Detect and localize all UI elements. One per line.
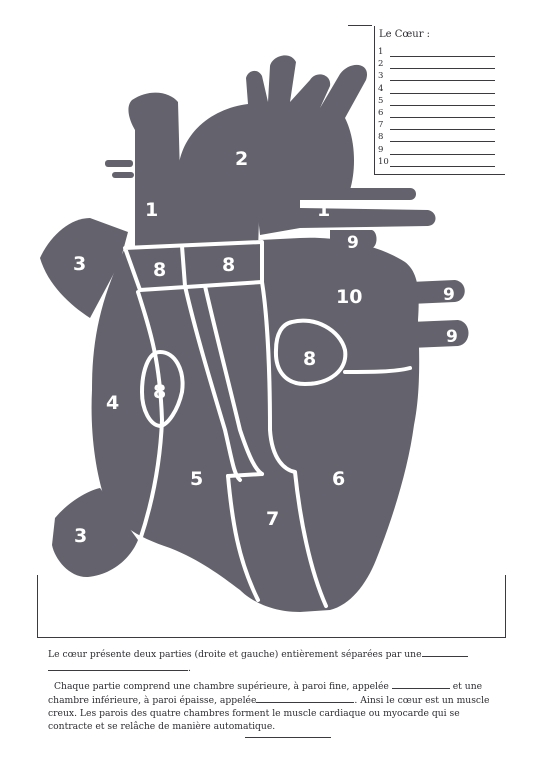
label-pulm-vein-low: 9 <box>446 327 458 347</box>
top-rule <box>348 25 372 26</box>
bottom-rule <box>245 737 331 738</box>
legend-item-number: 7 <box>378 120 384 131</box>
label-aorta: 2 <box>235 148 248 170</box>
label-left-vessel-bottom: 3 <box>74 525 87 547</box>
legend-answer-line[interactable] <box>390 104 495 106</box>
label-vena-cava: 1 <box>145 199 158 221</box>
label-valve-top-mid: 8 <box>222 254 235 276</box>
answer-blank-3[interactable] <box>391 679 450 689</box>
legend-title: Le Cœur : <box>379 29 431 40</box>
label-valve-left: 8 <box>153 381 166 403</box>
label-valve-top-left: 8 <box>153 259 166 281</box>
legend-item-number: 4 <box>378 83 384 94</box>
heart-diagram: 2 1 1 9 9 9 10 3 3 4 5 6 7 8 8 8 8 <box>40 55 469 613</box>
legend-item: 10 <box>378 157 503 167</box>
valves <box>139 318 348 429</box>
septum-left-line <box>136 290 164 542</box>
answer-blank-1[interactable] <box>421 647 468 657</box>
lv-divider <box>260 280 328 608</box>
legend-item-number: 1 <box>378 47 384 57</box>
pulmonary-vein-low <box>410 320 469 348</box>
frame-bottom <box>37 637 506 638</box>
legend-item-number: 5 <box>378 95 384 106</box>
legend-answer-line[interactable] <box>390 92 495 94</box>
legend-item-number: 2 <box>378 59 384 70</box>
valve-left-shape <box>139 349 185 429</box>
diagram-labels: 2 1 1 9 9 9 10 3 3 4 5 6 7 8 8 8 8 <box>73 148 458 547</box>
valve-right-shape <box>273 318 348 387</box>
frame-right <box>505 575 506 637</box>
label-pulm-vein-mid: 9 <box>443 285 455 305</box>
label-right-ventricle: 5 <box>190 468 203 490</box>
legend-item: 6 <box>378 108 503 118</box>
legend-item-number: 3 <box>378 71 384 82</box>
pulmonary-artery <box>255 188 436 235</box>
answer-blank-2[interactable] <box>48 661 188 671</box>
vena-cava-stub-upper <box>105 160 133 167</box>
label-left-ventricle: 6 <box>332 468 345 490</box>
legend-answer-line[interactable] <box>390 80 495 82</box>
frame-left <box>37 575 38 637</box>
label-pulm-vein-top: 9 <box>347 233 359 253</box>
paragraph-2-part-b: et <box>452 681 462 692</box>
left-vessel-top <box>40 218 128 318</box>
chamber-separators <box>123 240 412 608</box>
legend-answer-line[interactable] <box>390 68 495 70</box>
rv-bottom-line <box>226 474 260 602</box>
legend-answer-line[interactable] <box>390 117 495 118</box>
legend-answer-line[interactable] <box>390 153 495 155</box>
legend-item-number: 9 <box>378 144 384 155</box>
heart-shapes <box>40 55 469 613</box>
pulmonary-vein-mid <box>410 280 465 304</box>
label-left-vessel-top: 3 <box>73 253 86 275</box>
legend-item: 8 <box>378 132 503 143</box>
paragraph-2-part-d: . Ainsi le cœur est un muscle creux. Les… <box>48 695 490 732</box>
aortic-arch <box>178 55 368 250</box>
legend-item: 9 <box>378 145 503 155</box>
legend-answer-line[interactable] <box>390 56 495 57</box>
label-right-atrium: 4 <box>106 392 119 414</box>
answer-blank-4[interactable] <box>256 693 355 703</box>
legend-item-number: 8 <box>378 132 384 143</box>
paragraph-2-part-c: une chambre inférieure, à paroi épaisse,… <box>48 681 483 706</box>
label-septum: 7 <box>266 508 279 530</box>
paragraph-2-part-a: Chaque partie comprend une chambre supér… <box>54 681 389 692</box>
paragraph-2: Chaque partie comprend une chambre supér… <box>48 679 504 733</box>
septum-center-line <box>183 284 242 482</box>
label-valve-right: 8 <box>303 348 316 370</box>
legend-item: 5 <box>378 96 503 106</box>
legend-item: 7 <box>378 120 503 131</box>
paragraph-1: Le cœur présente deux parties (droite et… <box>48 647 508 675</box>
legend-item: 2 <box>378 59 503 70</box>
legend-answer-line[interactable] <box>390 165 495 167</box>
left-ventricle-line <box>343 366 412 374</box>
superior-vena-cava <box>128 92 182 248</box>
rv-top-curve <box>226 472 264 478</box>
label-left-atrium: 10 <box>336 286 362 308</box>
left-vessel-bottom <box>52 488 138 578</box>
label-pulmonary-artery: 1 <box>317 199 330 221</box>
legend-item-number: 6 <box>378 108 384 118</box>
vena-cava-stub-lower <box>112 172 134 178</box>
legend-item: 3 <box>378 71 503 82</box>
paragraph-1-text: Le cœur présente deux parties (droite et… <box>48 649 422 660</box>
legend-item-number: 10 <box>378 156 389 167</box>
septum-right-line <box>203 284 264 476</box>
legend-item: 4 <box>378 84 503 94</box>
band-divider <box>180 244 187 288</box>
legend-answer-line[interactable] <box>390 141 495 143</box>
paragraph-1-end: . <box>188 663 191 674</box>
legend-answer-line[interactable] <box>390 129 495 131</box>
legend-item: 1 <box>378 47 503 57</box>
heart-body <box>91 237 420 613</box>
